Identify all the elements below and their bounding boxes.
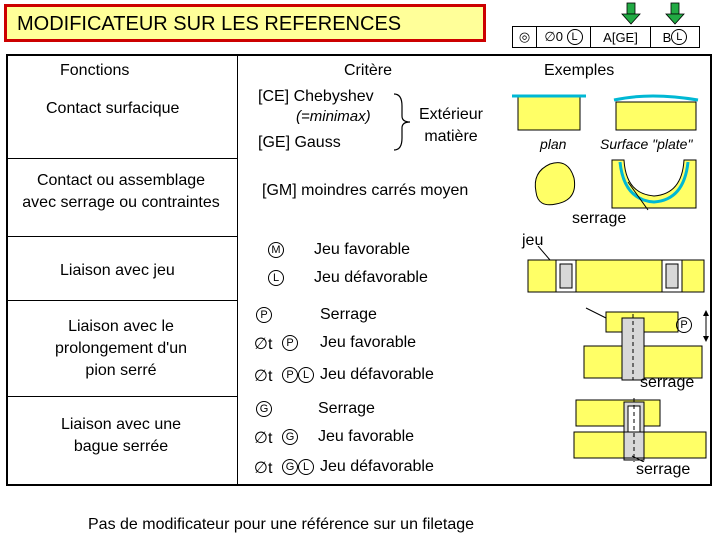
assembly-serrage-illustration <box>534 159 697 211</box>
example-label-surface-plate: Surface "plate" <box>600 136 693 152</box>
example-label-jeu: jeu <box>522 232 544 249</box>
modifier-l-icon: L <box>566 29 583 45</box>
clearance-fit-illustration <box>527 246 705 293</box>
modifier-l-icon: L <box>671 29 688 45</box>
modifier-l-icon: L <box>268 270 284 286</box>
fonction-contact-assemblage-l1: Contact ou assemblage <box>36 172 206 189</box>
modifier-p-icon: P <box>676 317 692 333</box>
example-label-serrage-bague: serrage <box>636 461 691 478</box>
column-divider <box>237 56 238 484</box>
fonction-pion-l3: pion serré <box>85 362 157 379</box>
label-bague-jeu-defavorable: Jeu défavorable <box>320 458 434 475</box>
datum-a: A[GE] <box>591 27 651 47</box>
concentricity-icon: ◎ <box>513 27 537 47</box>
footer-note: Pas de modificateur pour une référence s… <box>88 516 475 533</box>
arrow-down-icon <box>621 2 641 25</box>
critere-exterieur-matiere: Extérieur matière <box>418 106 484 145</box>
row-divider <box>8 158 237 159</box>
fonction-bague-l2: bague serrée <box>73 438 169 455</box>
datum-b: B <box>662 29 672 45</box>
fonction-pion-l1: Liaison avec le <box>68 318 174 335</box>
fonction-contact-surfacique: Contact surfacique <box>46 100 180 117</box>
example-label-serrage-pion: serrage <box>640 374 695 391</box>
modifier-l-icon: L <box>298 459 314 475</box>
fonction-bague-l1: Liaison avec une <box>60 416 182 433</box>
prefix-dia-t: ∅t <box>254 430 273 447</box>
label-bague-jeu-favorable: Jeu favorable <box>318 428 415 445</box>
tolerance-value: ∅0 <box>544 29 563 44</box>
prefix-dia-t: ∅t <box>254 336 273 353</box>
critere-minimax: (=minimax) <box>296 108 371 125</box>
header-critere: Critère <box>344 62 393 79</box>
label-pion-jeu-defavorable: Jeu défavorable <box>320 366 434 383</box>
fonction-contact-assemblage-l2: avec serrage ou contraintes <box>22 194 220 211</box>
example-label-plan: plan <box>540 136 567 152</box>
tolerance-cell: ∅0 L <box>537 27 591 47</box>
modifier-g-icon: G <box>256 401 272 417</box>
modifier-m-icon: M <box>268 242 284 258</box>
page-title: MODIFICATEUR SUR LES REFERENCES <box>4 4 486 42</box>
ring-fit-illustration <box>573 398 707 462</box>
critere-moindres-carres: [GM] moindres carrés moyen <box>262 182 469 199</box>
brace-icon <box>393 93 411 151</box>
label-bague-serrage: Serrage <box>318 400 375 417</box>
modifier-g-icon: G <box>282 459 298 475</box>
row-divider <box>8 300 237 301</box>
main-table <box>6 54 712 486</box>
arrow-down-icon <box>665 2 685 25</box>
row-divider <box>8 396 237 397</box>
prefix-dia-t: ∅t <box>254 460 273 477</box>
label-jeu-favorable: Jeu favorable <box>314 241 411 258</box>
pin-fit-illustration <box>583 307 709 381</box>
row-divider <box>8 236 237 237</box>
fonction-liaison-jeu: Liaison avec jeu <box>60 262 175 279</box>
prefix-dia-t: ∅t <box>254 368 273 385</box>
label-pion-serrage: Serrage <box>320 306 377 323</box>
critere-gauss: [GE] Gauss <box>258 134 341 151</box>
modifier-g-icon: G <box>282 429 298 445</box>
modifier-p-icon: P <box>282 367 298 383</box>
modifier-p-icon: P <box>256 307 272 323</box>
fonction-pion-l2: prolongement d'un <box>54 340 188 357</box>
header-exemples: Exemples <box>544 62 615 79</box>
header-fonctions: Fonctions <box>60 62 130 79</box>
label-pion-jeu-favorable: Jeu favorable <box>320 334 417 351</box>
plan-surface-illustration <box>512 94 699 131</box>
label-jeu-defavorable: Jeu défavorable <box>314 269 428 286</box>
modifier-p-icon: P <box>282 335 298 351</box>
critere-chebyshev: [CE] Chebyshev <box>258 88 374 105</box>
example-label-serrage: serrage <box>572 210 627 227</box>
modifier-l-icon: L <box>298 367 314 383</box>
